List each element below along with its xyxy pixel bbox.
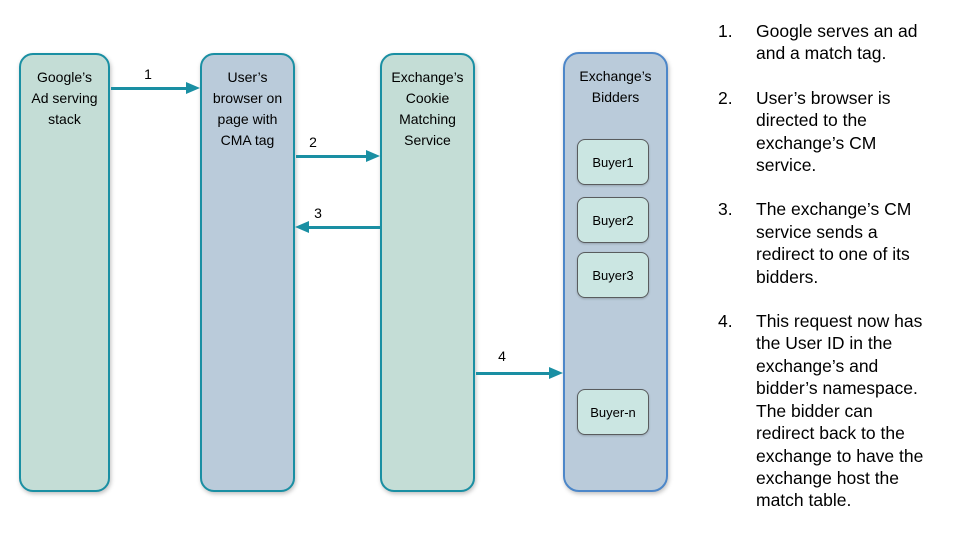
arrow-4-arrowhead-icon [549, 367, 563, 379]
note-item-3-number: 3. [718, 199, 733, 220]
arrow-3-shaft [309, 226, 380, 229]
note-item-2-text: User’s browser is directed to the exchan… [756, 87, 891, 176]
node-buyer2: Buyer2 [577, 197, 649, 243]
node-buyer-n: Buyer-n [577, 389, 649, 435]
arrow-1-label: 1 [144, 66, 152, 82]
note-item-1-text: Google serves an ad and a match tag. [756, 21, 918, 64]
arrow-4-shaft [476, 372, 550, 375]
node-buyer1-label: Buyer1 [592, 154, 634, 170]
arrow-2-label: 2 [309, 134, 317, 150]
node-google-ad-stack: Google’s Ad serving stack [19, 53, 110, 492]
arrow-3-arrowhead-icon [295, 221, 309, 233]
note-item-2: 2. User’s browser is directed to the exc… [718, 87, 960, 177]
node-buyer-n-label: Buyer-n [590, 404, 636, 420]
note-item-4-number: 4. [718, 311, 733, 332]
note-item-4: 4. This request now has the User ID in t… [718, 310, 960, 512]
arrow-1-arrowhead-icon [186, 82, 200, 94]
node-cookie-matching-service: Exchange’s Cookie Matching Service [380, 53, 475, 492]
node-buyer1: Buyer1 [577, 139, 649, 185]
note-item-1: 1. Google serves an ad and a match tag. [718, 20, 960, 65]
arrow-2-shaft [296, 155, 367, 158]
node-buyer3-label: Buyer3 [592, 267, 634, 283]
note-item-3: 3. The exchange’s CM service sends a red… [718, 198, 960, 288]
node-google-ad-stack-label: Google’s Ad serving stack [31, 69, 98, 127]
node-buyer2-label: Buyer2 [592, 212, 634, 228]
node-buyer3: Buyer3 [577, 252, 649, 298]
note-item-2-number: 2. [718, 87, 733, 108]
node-cookie-matching-service-label: Exchange’s Cookie Matching Service [391, 69, 464, 148]
note-item-3-text: The exchange’s CM service sends a redire… [756, 199, 912, 287]
node-user-browser-label: User’s browser on page with CMA tag [212, 69, 283, 148]
note-item-1-number: 1. [718, 21, 733, 41]
node-exchange-bidders-label: Exchange’s Bidders [579, 68, 652, 105]
arrow-2-arrowhead-icon [366, 150, 380, 162]
notes-list: 1. Google serves an ad and a match tag. … [718, 20, 960, 534]
arrow-1-shaft [111, 87, 187, 90]
arrow-4-label: 4 [498, 348, 506, 364]
node-user-browser: User’s browser on page with CMA tag [200, 53, 295, 492]
arrow-3-label: 3 [314, 205, 322, 221]
node-exchange-bidders: Exchange’s Bidders Buyer1 Buyer2 Buyer3 … [563, 52, 668, 492]
note-item-4-text: This request now has the User ID in the … [756, 311, 924, 511]
